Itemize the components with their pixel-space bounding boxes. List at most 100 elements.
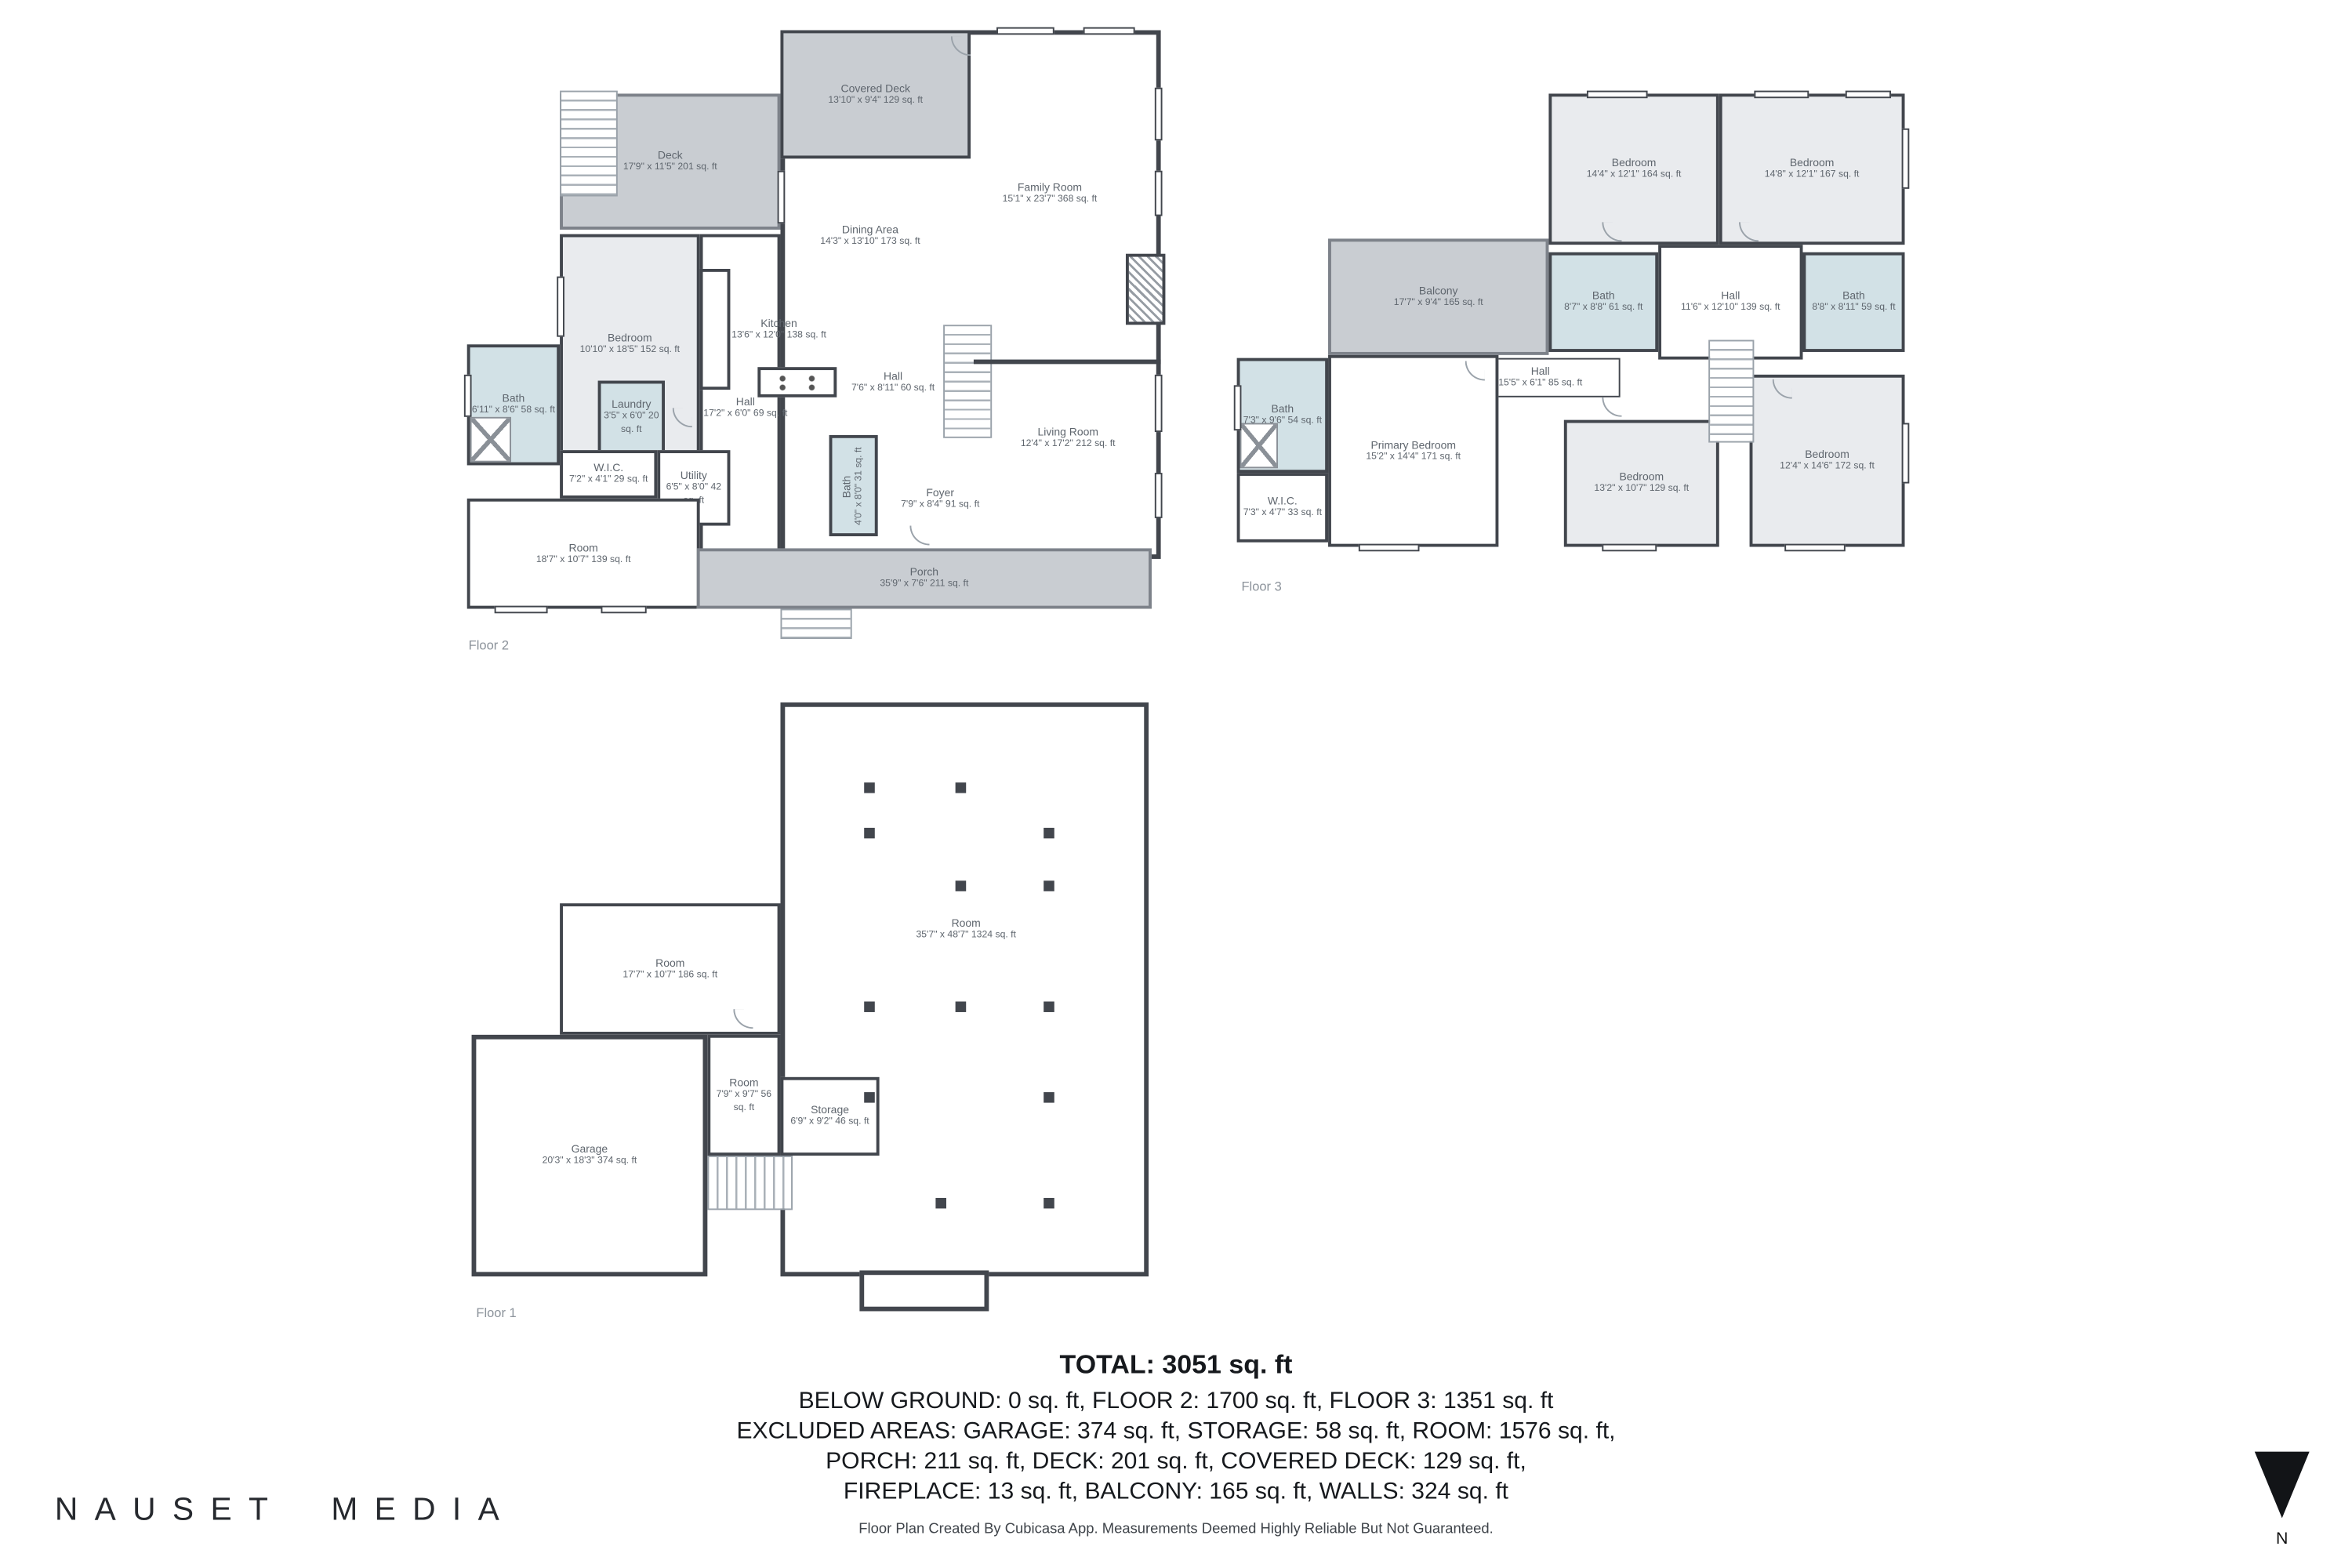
- room-dims: 10'10" x 18'5" 152 sq. ft: [579, 344, 681, 355]
- summary-line-4: FIREPLACE: 13 sq. ft, BALCONY: 165 sq. f…: [843, 1479, 1509, 1505]
- column-post: [864, 827, 875, 839]
- shower-icon: [470, 416, 512, 463]
- room-dims: 4'0" x 8'0" 31 sq. ft: [854, 446, 865, 525]
- room-name: Bath: [840, 474, 855, 497]
- floor3-tag: Floor 3: [1241, 578, 1282, 594]
- floor2-wic: W.I.C.7'2" x 4'1" 29 sq. ft: [560, 450, 658, 499]
- column-post: [1044, 1092, 1054, 1103]
- window: [1845, 90, 1892, 99]
- north-indicator: N: [2249, 1450, 2315, 1548]
- floor1-big-room: [780, 702, 1149, 1277]
- kitchen-island: [757, 367, 837, 397]
- window: [494, 605, 548, 614]
- kitchen-counter: [699, 268, 731, 390]
- room-name: Porch: [909, 565, 939, 579]
- shower-icon: [1240, 423, 1279, 469]
- column-post: [955, 880, 967, 891]
- room-name: Utility: [680, 468, 707, 483]
- column-post: [955, 782, 967, 793]
- floor1-protrusion: [859, 1270, 989, 1312]
- room-name: W.I.C.: [593, 461, 624, 475]
- window: [777, 170, 786, 224]
- column-post: [1044, 827, 1054, 839]
- window: [1358, 543, 1420, 552]
- summary-line-1: BELOW GROUND: 0 sq. ft, FLOOR 2: 1700 sq…: [798, 1388, 1554, 1414]
- brand-logo: NAUSET MEDIA: [54, 1492, 517, 1527]
- window: [1154, 170, 1163, 216]
- floor2-stairs: [943, 325, 993, 438]
- room-name: Laundry: [612, 397, 652, 412]
- window: [1901, 128, 1910, 189]
- window: [1754, 90, 1809, 99]
- room-dims: 3'5" x 6'0" 20 sq. ft: [604, 411, 659, 434]
- window: [1602, 543, 1657, 552]
- column-post: [955, 1001, 967, 1012]
- disclaimer: Floor Plan Created By Cubicasa App. Meas…: [858, 1521, 1494, 1538]
- fireplace: [1125, 253, 1166, 325]
- window: [1586, 90, 1648, 99]
- window: [996, 27, 1054, 35]
- room-name: Bedroom: [608, 330, 652, 345]
- floor1-tag: Floor 1: [476, 1305, 517, 1321]
- room-name: Bath: [502, 391, 525, 406]
- column-post: [1044, 1197, 1054, 1209]
- window: [601, 605, 647, 614]
- room-dims: 7'2" x 4'1" 29 sq. ft: [569, 474, 648, 486]
- floor1-stairs: [707, 1156, 793, 1210]
- window: [1154, 87, 1163, 141]
- north-label: N: [2276, 1530, 2288, 1548]
- column-post: [935, 1197, 946, 1209]
- interior-wall: [973, 359, 1161, 365]
- column-post: [864, 1092, 875, 1103]
- door-arc: [1602, 397, 1622, 417]
- porch-steps: [780, 608, 852, 640]
- room-dims: 18'7" x 10'7" 139 sq. ft: [535, 554, 631, 565]
- column-post: [1044, 880, 1054, 891]
- window: [463, 374, 472, 417]
- window: [1901, 423, 1910, 484]
- room-dims: 35'9" x 7'6" 211 sq. ft: [880, 579, 969, 590]
- room-name: Room: [568, 540, 598, 554]
- summary-line-2: EXCLUDED AREAS: GARAGE: 374 sq. ft, STOR…: [736, 1418, 1616, 1445]
- room-dims: 6'11" x 8'6" 58 sq. ft: [471, 405, 556, 416]
- window: [557, 276, 564, 337]
- area-summary: TOTAL: 3051 sq. ft BELOW GROUND: 0 sq. f…: [0, 1349, 2352, 1538]
- room-name: Deck: [657, 148, 683, 162]
- summary-line-3: PORCH: 211 sq. ft, DECK: 201 sq. ft, COV…: [826, 1448, 1526, 1475]
- floor3-stairs: [1708, 339, 1755, 443]
- column-post: [1044, 1001, 1054, 1012]
- window: [1233, 385, 1242, 431]
- stove-burners-icon: [760, 370, 834, 394]
- room-dims: 17'9" x 11'5" 201 sq. ft: [622, 162, 717, 173]
- column-post: [864, 1001, 875, 1012]
- deck-stairs: [560, 90, 618, 197]
- window: [1154, 473, 1163, 518]
- window: [1154, 374, 1163, 433]
- room-name: Covered Deck: [840, 81, 910, 96]
